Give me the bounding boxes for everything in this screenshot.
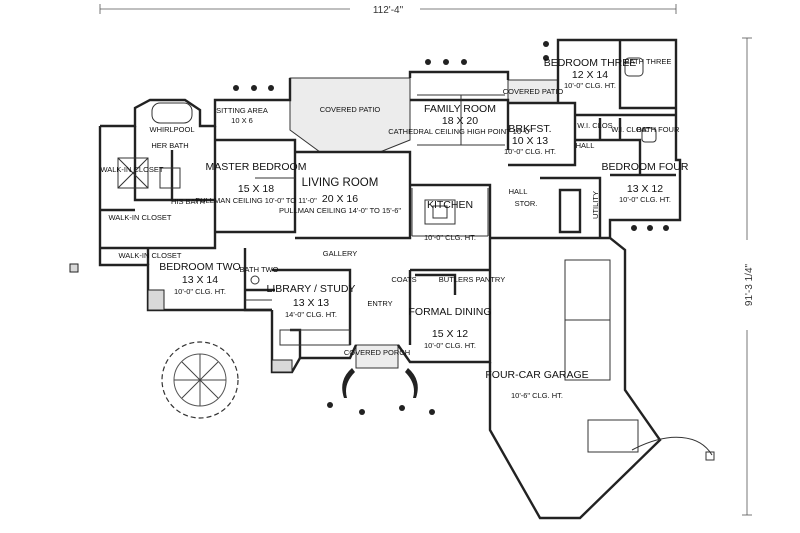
- wi-clos-1-name: W.I. CLOS.: [577, 121, 615, 130]
- landscape-plants: [233, 41, 669, 415]
- bath-four-name: BATH FOUR: [637, 125, 680, 134]
- whirlpool-name: WHIRLPOOL: [149, 125, 194, 134]
- four-car-garage-name: FOUR-CAR GARAGE: [485, 369, 588, 381]
- library-study-name: LIBRARY / STUDY: [267, 283, 356, 295]
- tree: [161, 341, 239, 419]
- living-room-name: LIVING ROOM: [302, 177, 379, 189]
- bath-two-name: BATH TWO: [240, 265, 279, 274]
- wi-clos-2-name: W.I. CLOS.: [611, 125, 649, 134]
- master-bedroom-size: 15 X 18: [238, 183, 274, 195]
- formal-dining-name: FORMAL DINING: [408, 306, 491, 318]
- library-study-size: 13 X 13: [293, 297, 329, 309]
- covered-patio-center-area: [289, 77, 411, 153]
- bedroom-two-note: 10'-0" CLG. HT.: [174, 287, 226, 296]
- formal-dining-size: 15 X 12: [432, 328, 468, 340]
- gallery-name: GALLERY: [323, 249, 357, 258]
- kitchen-note: 10'-0" CLG. HT.: [424, 233, 476, 242]
- walk-in-closet-3-name: WALK-IN CLOSET: [118, 251, 181, 260]
- butlers-pantry-name: BUTLERS PANTRY: [439, 275, 505, 284]
- fixtures: [117, 57, 715, 461]
- bedroom-four-note: 10'-0" CLG. HT.: [619, 195, 671, 204]
- bedroom-two-size: 13 X 14: [182, 274, 218, 286]
- her-bath-name: HER BATH: [151, 141, 188, 150]
- utility-name: UTILITY: [591, 191, 600, 219]
- terrace-left: [147, 289, 165, 311]
- bedroom-four-name: BEDROOM FOUR: [602, 161, 689, 173]
- kitchen-name: KITCHEN: [427, 199, 473, 211]
- coats-name: COATS: [391, 275, 416, 284]
- room-labels: BEDROOM THREE 12 X 14 10'-0" CLG. HT. BA…: [100, 57, 688, 400]
- width-dimension: 112'-4": [99, 4, 677, 16]
- sitting-area-name: SITTING AREA: [216, 106, 268, 115]
- bedroom-three-name: BEDROOM THREE: [544, 57, 637, 69]
- covered-porch-name: COVERED PORCH: [344, 348, 410, 357]
- family-room-name: FAMILY ROOM: [424, 103, 496, 115]
- covered-porch-area: [355, 344, 399, 369]
- four-car-garage-note: 10'-6" CLG. HT.: [511, 391, 563, 400]
- formal-dining-note: 10'-0" CLG. HT.: [424, 341, 476, 350]
- walk-in-closet-2-name: WALK-IN CLOSET: [108, 213, 171, 222]
- covered-patio-right-name: COVERED PATIO: [503, 87, 564, 96]
- post-left: [69, 263, 79, 273]
- library-study-note: 14'-0" CLG. HT.: [285, 310, 337, 319]
- his-bath-name: HIS BATH: [171, 197, 205, 206]
- brkfst-note: 10'-0" CLG. HT.: [504, 147, 556, 156]
- bedroom-two-name: BEDROOM TWO: [159, 261, 240, 273]
- living-room-note: PULLMAN CEILING 14'-0" TO 15'-6": [279, 206, 401, 215]
- hall-1-name: HALL: [576, 141, 595, 150]
- stor-name: STOR.: [515, 199, 538, 208]
- bath-three-name: BATH THREE: [625, 57, 672, 66]
- entry-name: ENTRY: [367, 299, 392, 308]
- bedroom-three-size: 12 X 14: [572, 69, 608, 81]
- covered-patio-center-name: COVERED PATIO: [320, 105, 381, 114]
- interior-walls: [100, 40, 676, 358]
- depth-dimension: 91'-3 1/4": [742, 37, 755, 516]
- master-bedroom-name: MASTER BEDROOM: [206, 161, 307, 173]
- depth-label: 91'-3 1/4": [744, 263, 755, 306]
- sitting-area-size: 10 X 6: [231, 116, 253, 125]
- width-label: 112'-4": [373, 5, 404, 16]
- terrace-study: [271, 359, 293, 373]
- hall-2-name: HALL: [509, 187, 528, 196]
- bedroom-four-size: 13 X 12: [627, 183, 663, 195]
- brkfst-size: 10 X 13: [512, 135, 548, 147]
- brkfst-name: BRKFST.: [508, 123, 551, 135]
- walk-in-closet-1-name: WALK-IN CLOSET: [100, 165, 163, 174]
- bedroom-three-note: 10'-0" CLG. HT.: [564, 81, 616, 90]
- living-room-size: 20 X 16: [322, 193, 358, 205]
- family-room-size: 18 X 20: [442, 115, 478, 127]
- master-bedroom-note: PULLMAN CEILING 10'-0" TO 11'-0": [195, 196, 317, 205]
- family-room-note: CATHEDRAL CEILING HIGH POINT 16'-0": [388, 127, 532, 136]
